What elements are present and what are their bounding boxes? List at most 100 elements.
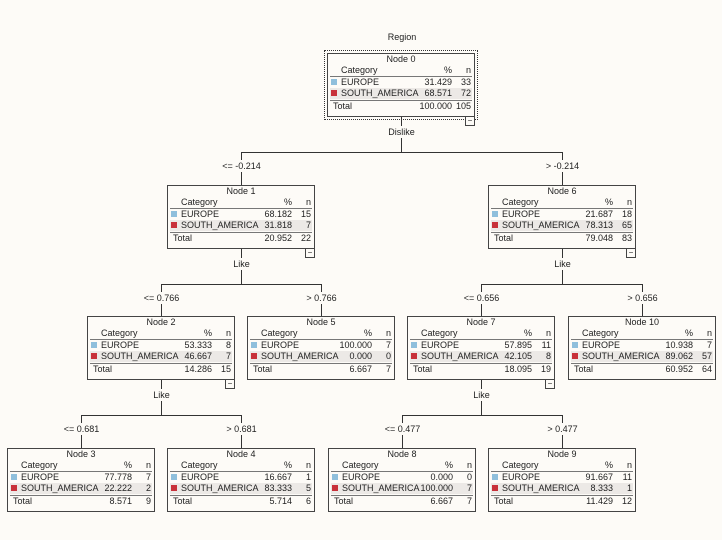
category-percent: 57.895 (504, 340, 532, 350)
node-title: Node 2 (146, 317, 176, 327)
category-name: EUROPE (181, 209, 220, 219)
split-variable-label: Like (471, 390, 492, 400)
category-percent: 0.000 (430, 472, 453, 482)
category-count: 11 (541, 340, 551, 350)
category-percent: 10.938 (665, 340, 693, 350)
total-label: Total (413, 364, 433, 374)
node-header-row: Category%n (491, 197, 633, 209)
category-header: Category (421, 328, 458, 338)
split-condition-label: <= 0.656 (461, 293, 502, 303)
collapse-toggle-icon[interactable]: − (626, 248, 636, 258)
category-color-swatch (171, 474, 177, 480)
percent-header: % (684, 328, 693, 338)
category-name: EUROPE (582, 340, 621, 350)
total-percent: 100.000 (419, 101, 452, 111)
total-percent: 6.667 (430, 496, 453, 506)
category-percent: 68.571 (424, 88, 452, 98)
category-header: Category (181, 460, 218, 470)
percent-header: % (283, 460, 292, 470)
total-label: Total (173, 233, 193, 243)
total-label: Total (574, 364, 594, 374)
category-name: SOUTH_AMERICA (101, 351, 179, 361)
category-color-swatch (572, 342, 578, 348)
percent-header: % (123, 460, 132, 470)
category-color-swatch (572, 353, 578, 359)
total-label: Total (93, 364, 113, 374)
collapse-toggle-icon[interactable]: − (225, 379, 235, 389)
category-percent: 77.778 (104, 472, 132, 482)
category-color-swatch (171, 485, 177, 491)
total-percent: 20.952 (264, 233, 292, 243)
category-percent: 42.105 (504, 351, 532, 361)
category-color-swatch (251, 342, 257, 348)
category-count: 7 (225, 351, 231, 361)
category-name: SOUTH_AMERICA (341, 88, 419, 98)
category-name: EUROPE (421, 340, 460, 350)
category-name: EUROPE (21, 472, 60, 482)
category-header: Category (341, 65, 378, 75)
category-name: SOUTH_AMERICA (342, 483, 420, 493)
collapse-toggle-icon[interactable]: − (465, 116, 475, 126)
category-header: Category (21, 460, 58, 470)
node-title: Node 10 (624, 317, 660, 327)
split-variable-label: Like (552, 259, 573, 269)
split-condition-label: > 0.477 (545, 424, 580, 434)
node-header-row: Category%n (90, 328, 232, 340)
category-name: SOUTH_AMERICA (21, 483, 99, 493)
collapse-toggle-icon[interactable]: − (545, 379, 555, 389)
category-name: SOUTH_AMERICA (421, 351, 499, 361)
category-count: 8 (545, 351, 551, 361)
category-color-swatch (332, 485, 338, 491)
category-count: 7 (305, 220, 311, 230)
category-color-swatch (411, 353, 417, 359)
total-percent: 8.571 (109, 496, 132, 506)
n-header: n (145, 460, 151, 470)
category-percent: 16.667 (264, 472, 292, 482)
total-count: 105 (455, 101, 471, 111)
total-percent: 14.286 (184, 364, 212, 374)
split-condition-label: <= -0.214 (220, 161, 263, 171)
node-title: Node 3 (66, 449, 96, 459)
node-header-row: Category%n (571, 328, 713, 340)
category-count: 65 (621, 220, 632, 230)
node-header-row: Category%n (331, 460, 473, 472)
total-label: Total (494, 233, 514, 243)
category-percent: 46.667 (184, 351, 212, 361)
category-count: 18 (621, 209, 632, 219)
category-color-swatch (331, 90, 337, 96)
category-name: EUROPE (101, 340, 140, 350)
node-title: Node 7 (466, 317, 496, 327)
category-color-swatch (492, 485, 498, 491)
total-percent: 6.667 (349, 364, 372, 374)
total-label: Total (334, 496, 354, 506)
split-variable-label: Like (151, 390, 172, 400)
node-header-row: Category%n (410, 328, 552, 340)
collapse-toggle-icon[interactable]: − (305, 248, 315, 258)
